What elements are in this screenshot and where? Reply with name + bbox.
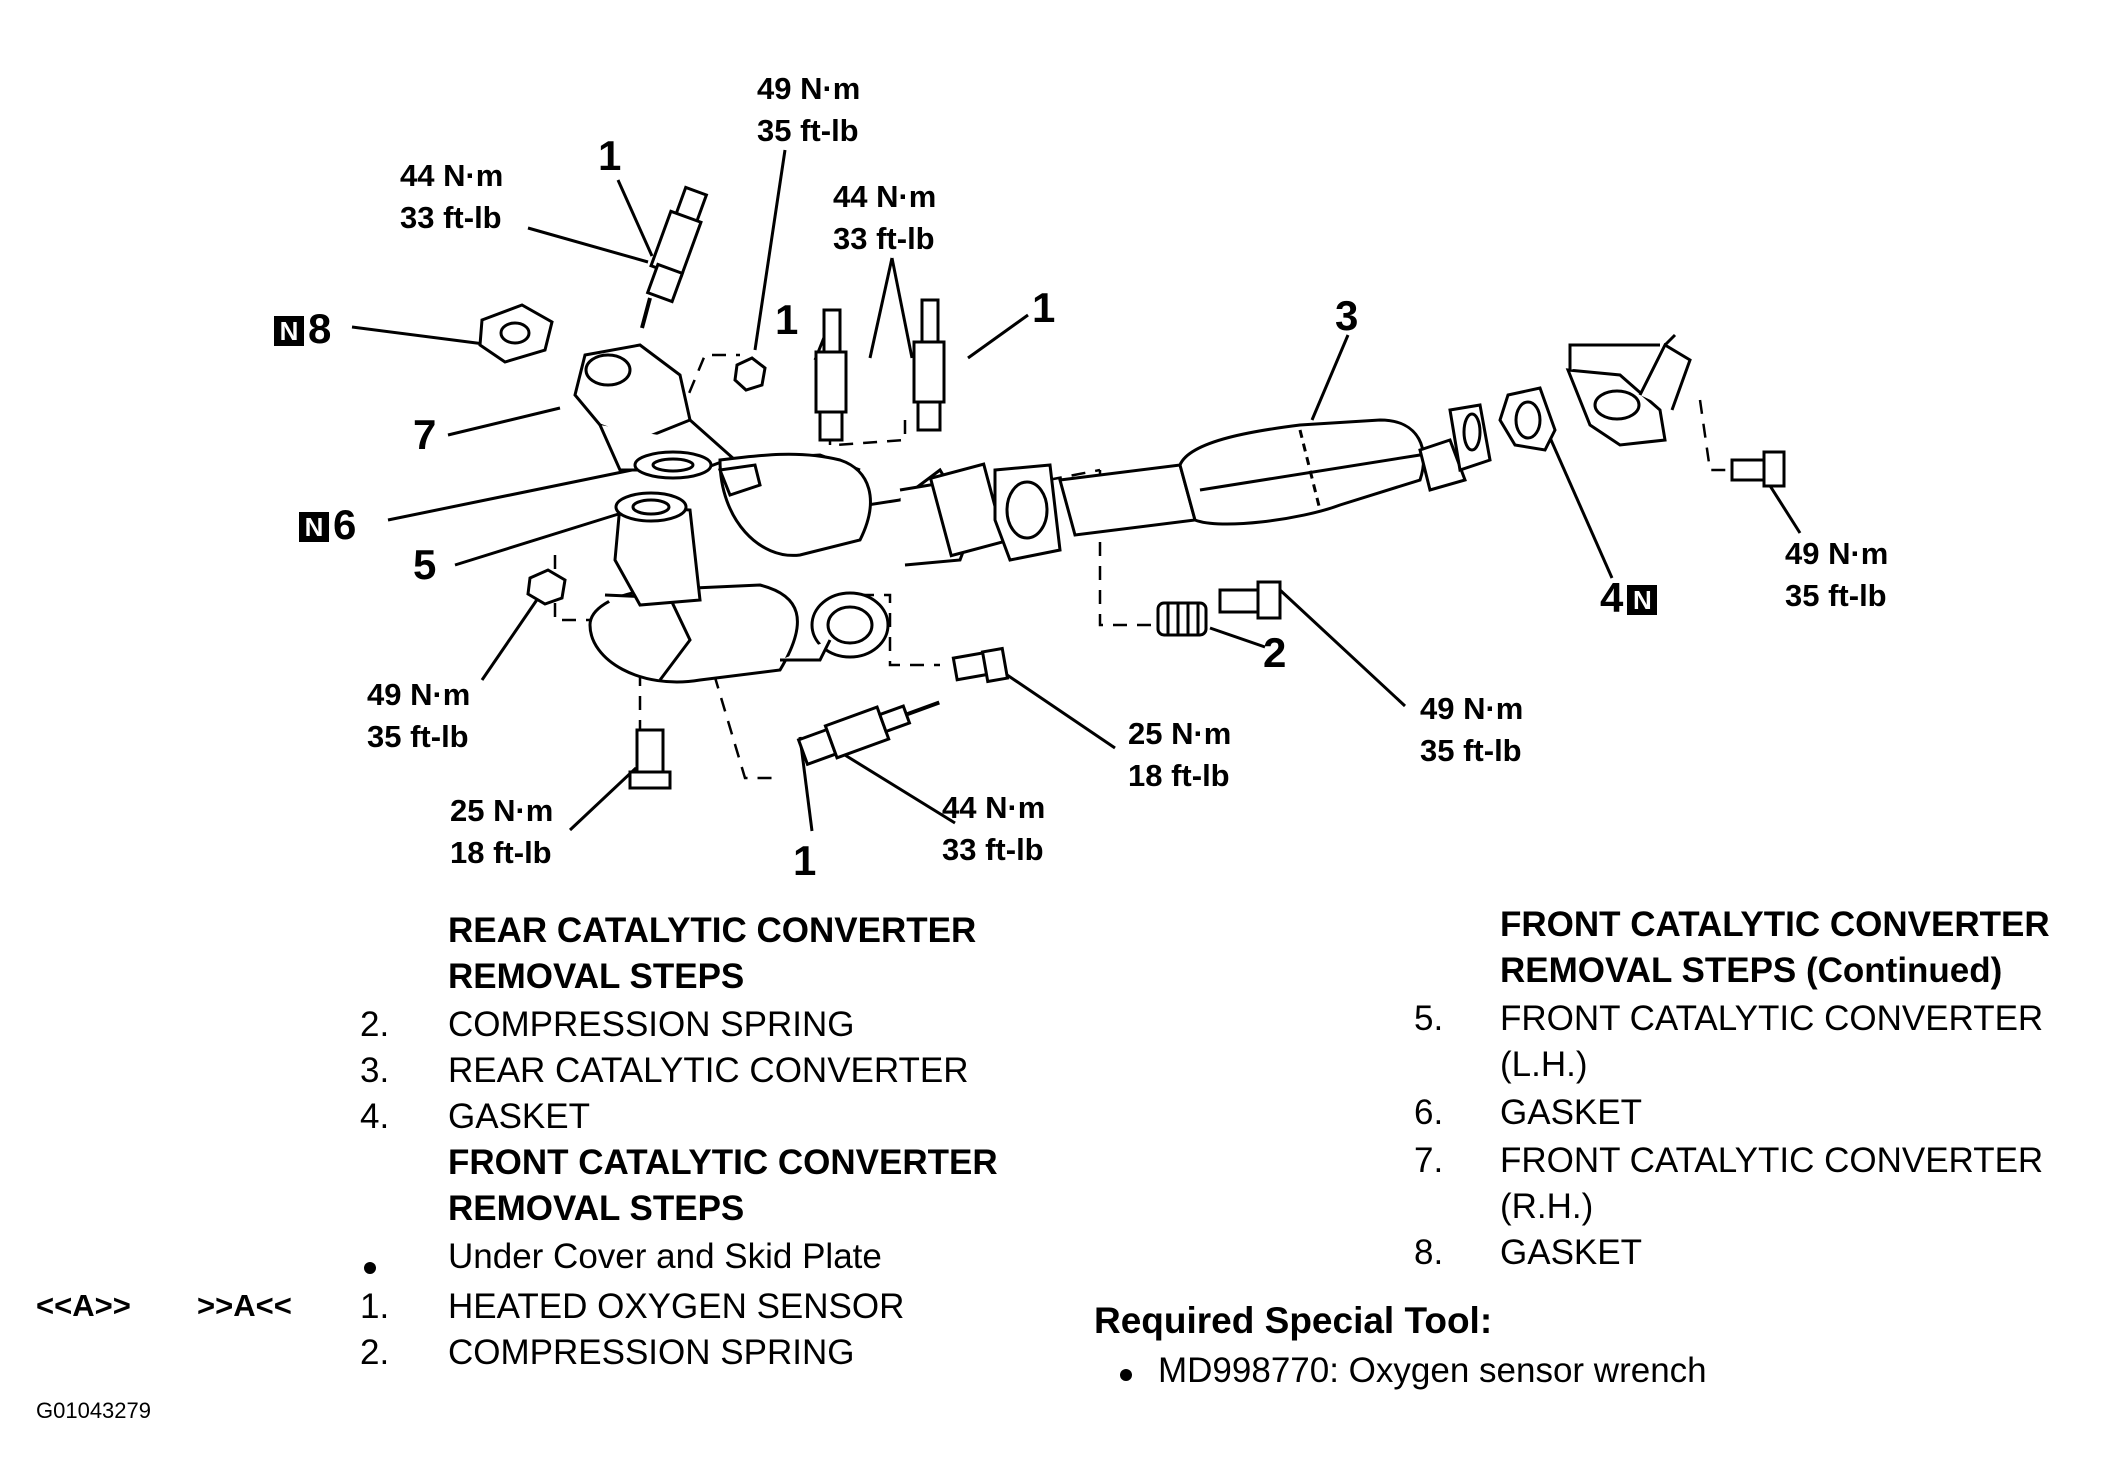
- gasket-4: [1498, 386, 1557, 452]
- gasket-8: [478, 303, 554, 364]
- front-step-num: 2.: [360, 1333, 390, 1372]
- front-cont-step-num: 6.: [1414, 1093, 1444, 1132]
- bolt-middle: [951, 646, 1010, 684]
- leader-line: [1538, 414, 1614, 579]
- front-step-num: 1.: [360, 1287, 390, 1326]
- front-cont-step-text: FRONT CATALYTIC CONVERTER: [1500, 999, 2044, 1038]
- rear-step-num: 4.: [360, 1097, 390, 1136]
- oxygen-sensor-middle-right: [912, 298, 946, 432]
- front-cont-step-text-2: (L.H.): [1500, 1045, 1588, 1084]
- leader-line: [447, 406, 561, 437]
- front-steps-heading-2: REMOVAL STEPS: [448, 1189, 745, 1228]
- leader-line: [868, 257, 894, 359]
- bolt-bottom: [628, 728, 672, 790]
- leader-line: [890, 257, 914, 359]
- front-steps-cont-heading-2: REMOVAL STEPS (Continued): [1500, 951, 2003, 990]
- front-steps-heading-1: FRONT CATALYTIC CONVERTER: [448, 1143, 998, 1182]
- callout-3: 3: [1335, 292, 1359, 339]
- front-cont-step-text-2: (R.H.): [1500, 1187, 1594, 1226]
- front-cont-step-num: 5.: [1414, 999, 1444, 1038]
- rear-step-text: COMPRESSION SPRING: [448, 1005, 855, 1044]
- new-part-mark: N: [1627, 585, 1658, 615]
- leader-line: [351, 325, 493, 347]
- callout-2: 2: [1263, 629, 1287, 676]
- leader-line: [480, 587, 547, 681]
- spring-bolt: [1218, 580, 1282, 620]
- callout-5: 5: [413, 541, 437, 588]
- new-part-mark: N: [299, 512, 329, 542]
- leader-line: [1310, 334, 1350, 421]
- front-cont-step-text: GASKET: [1500, 1233, 1642, 1272]
- rear-catalytic-converter: [1058, 403, 1492, 537]
- leader-line: [753, 149, 787, 351]
- compression-spring: [1156, 601, 1208, 637]
- rear-step-num: 3.: [360, 1051, 390, 1090]
- front-steps-cont-heading-1: FRONT CATALYTIC CONVERTER: [1500, 905, 2050, 944]
- callout-1-mid-left: 1: [775, 296, 799, 343]
- rear-steps-heading-1: REAR CATALYTIC CONVERTER: [448, 911, 977, 950]
- callout-1-upper: 1: [598, 132, 622, 179]
- front-cont-step-text: GASKET: [1500, 1093, 1642, 1132]
- nut-top: [733, 356, 767, 392]
- front-step-text: HEATED OXYGEN SENSOR: [448, 1287, 905, 1326]
- front-cont-step-text: FRONT CATALYTIC CONVERTER: [1500, 1141, 2044, 1180]
- oxygen-sensor-middle-left: [814, 308, 848, 442]
- oxygen-sensor-upper-left: [640, 185, 709, 329]
- leader-line: [1209, 626, 1266, 649]
- special-tool-item: MD998770: Oxygen sensor wrench: [1158, 1351, 1707, 1390]
- front-step-text: COMPRESSION SPRING: [448, 1333, 855, 1372]
- exhaust-diagram: [351, 149, 1802, 832]
- bullet: [1120, 1369, 1132, 1381]
- rear-step-text: REAR CATALYTIC CONVERTER: [448, 1051, 969, 1090]
- callout-1-mid-right: 1: [1032, 284, 1056, 331]
- bolt-right: [1730, 450, 1786, 488]
- special-tool-title: Required Special Tool:: [1094, 1300, 1493, 1341]
- leader-line: [1278, 588, 1407, 708]
- leader-line: [616, 179, 654, 257]
- front-catalytic-converter-assembly: [573, 343, 1007, 684]
- new-part-mark: N: [274, 316, 304, 346]
- leader-line: [454, 510, 626, 567]
- leader-line: [967, 313, 1029, 360]
- leader-line: [387, 468, 633, 522]
- nut-left: [526, 568, 567, 606]
- leader-line: [527, 226, 649, 264]
- front-cont-step-num: 7.: [1414, 1141, 1444, 1180]
- side-reference-left: <<A>>: [36, 1288, 131, 1323]
- oxygen-sensor-bottom: [796, 700, 940, 767]
- side-reference-right: >>A<<: [197, 1288, 292, 1323]
- rear-step-num: 2.: [360, 1005, 390, 1044]
- leader-line: [568, 766, 638, 832]
- rear-step-text: GASKET: [448, 1097, 590, 1136]
- rear-steps-heading-2: REMOVAL STEPS: [448, 957, 745, 996]
- leader-line: [839, 750, 956, 825]
- bullet: [364, 1262, 376, 1274]
- callout-1-bottom: 1: [793, 837, 817, 884]
- rear-pipe-flange: [1565, 333, 1692, 447]
- front-step-bullet-text: Under Cover and Skid Plate: [448, 1237, 882, 1276]
- front-pipe-flange: [993, 463, 1062, 562]
- front-cont-step-num: 8.: [1414, 1233, 1444, 1272]
- callout-7: 7: [413, 411, 437, 458]
- figure-id: G01043279: [36, 1398, 151, 1423]
